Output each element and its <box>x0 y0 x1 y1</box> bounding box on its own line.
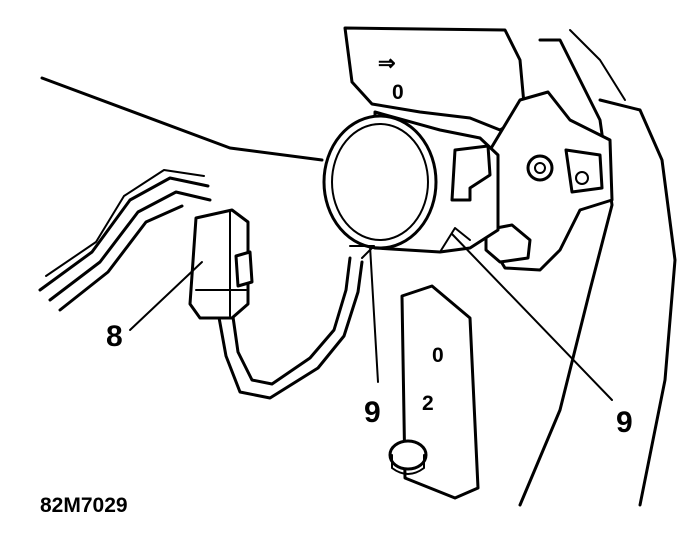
upper-housing: ⇒ 0 <box>343 26 527 132</box>
lower-plate: 0 2 <box>388 284 480 500</box>
plate-mark-1: 0 <box>432 344 444 367</box>
bolt-head <box>526 154 554 182</box>
direction-arrow-mark: ⇒ <box>378 52 396 75</box>
trim-panel-outline <box>40 29 677 507</box>
plate-stud <box>388 439 428 471</box>
leader-connector <box>129 261 203 331</box>
leader-fixing <box>451 233 613 401</box>
sensor-unit <box>322 110 500 254</box>
wiring-harness <box>38 169 375 400</box>
figure-reference-code: 82M7029 <box>40 494 128 517</box>
housing-mark: 0 <box>392 81 404 104</box>
leader-sensor <box>369 245 379 383</box>
callout-connector: 8 <box>106 320 123 353</box>
plate-mark-2: 2 <box>422 392 434 415</box>
leader-lines <box>129 233 613 401</box>
callout-sensor: 9 <box>364 396 381 429</box>
sensor-face <box>322 114 438 250</box>
connector-block <box>188 208 254 320</box>
callout-fixing: 9 <box>616 406 633 439</box>
